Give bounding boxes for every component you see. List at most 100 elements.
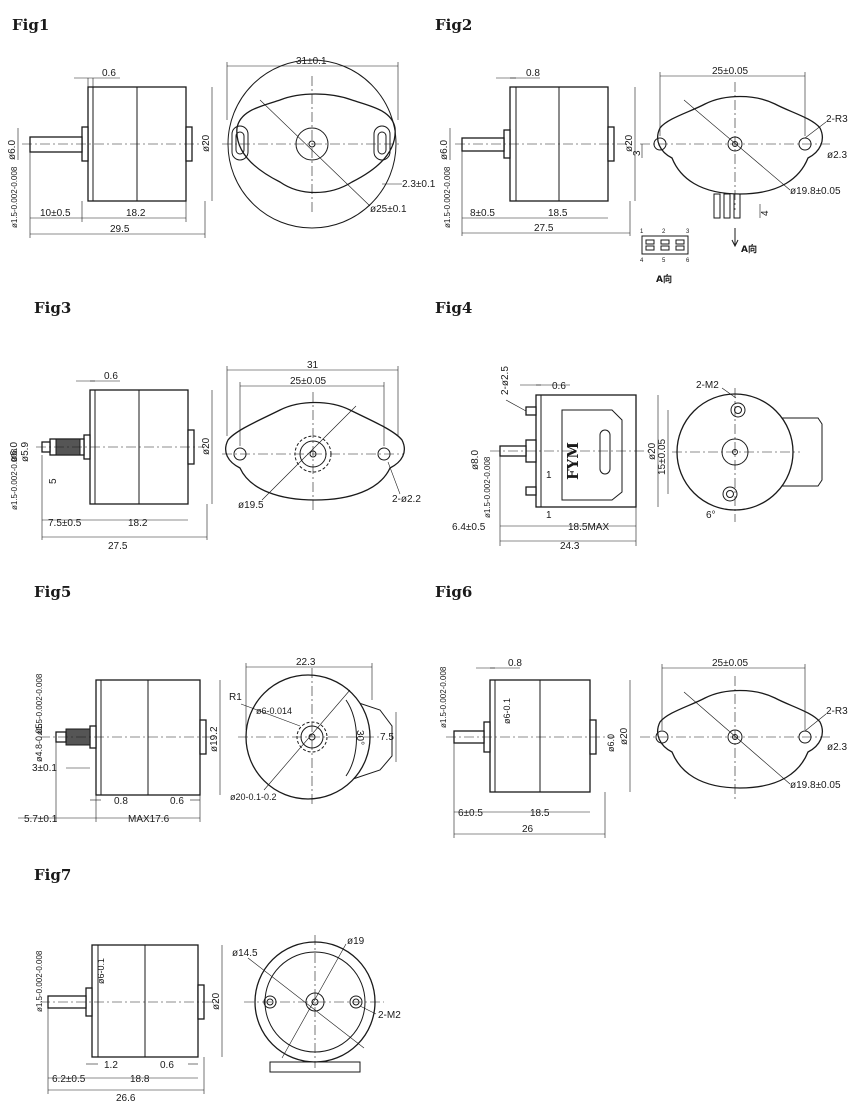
- figure-4-title: Fig4: [435, 299, 472, 317]
- fig4-pitch: 15±0.05: [657, 438, 668, 475]
- fig7-side-view: ø1.5-0.002-0.008 ø6-0.1 1.2 0.6 6.2±0.5 …: [35, 944, 223, 1104]
- fig2-side-view: 0.8 8±0.5 18.5 27.5 ø20 ø6.0 ø1.5-0.002-…: [439, 68, 636, 236]
- fig2-body-diameter: ø20: [624, 134, 635, 152]
- fig3-flange-width: 31: [307, 360, 319, 371]
- fig4-thread-label: 2-M2: [696, 380, 719, 391]
- fig5-circle-diameter: ø20-0.1-0.2: [230, 792, 277, 802]
- figure-3-title: Fig3: [34, 299, 71, 317]
- fig2-front-view: 25±0.05 2-R3 ø2.3 ø19.8±0.05 3 4 A向: [632, 66, 848, 255]
- fig5-wall-1: 0.8: [114, 796, 128, 807]
- fig7-total-length: 26.6: [116, 1093, 136, 1104]
- fig5-shaft-pin: ø1.5-0.002-0.008: [35, 673, 44, 735]
- fig2-flange-width: 25±0.05: [712, 66, 749, 77]
- fig1-slot-width: 2.3±0.1: [402, 179, 436, 190]
- fig2-hole-diameter: ø2.3: [827, 150, 847, 161]
- fig7-shaft-pin: ø1.5-0.002-0.008: [35, 950, 44, 1012]
- fig2-shaft-length: 8±0.5: [470, 208, 495, 219]
- fig6-total-length: 26: [522, 824, 534, 835]
- fig5-gear-diameter: ø4.8-0.05: [34, 723, 44, 762]
- fig2-wall-label: 0.8: [526, 68, 540, 79]
- figure-6-title: Fig6: [435, 583, 472, 601]
- fig2-view-arrow-label: A向: [741, 243, 757, 255]
- fig1-shaft: [29, 136, 83, 153]
- fig5-angle: 30°: [354, 730, 365, 745]
- fig6-flange-width: 25±0.05: [712, 658, 749, 669]
- figure-6: Fig6 0.8 ø1.5-0.002-0.008 ø6-0.1 ø6.0 6±…: [435, 583, 848, 838]
- fig3-hole-pitch: 25±0.05: [290, 376, 327, 387]
- fig1-body-diameter: ø20: [201, 134, 212, 152]
- fig3-front-view: 31 25±0.05 2-ø2.2 ø19.5: [222, 360, 421, 512]
- fig6-flange: [657, 689, 823, 789]
- fig2-shaft: [461, 137, 505, 152]
- fig7-wall-1: 1.2: [104, 1060, 118, 1071]
- fig5-body-diameter: ø19.2: [209, 726, 220, 752]
- fig3-hole-diameter: 2-ø2.2: [392, 494, 421, 505]
- fig5-gear-width: 3±0.1: [32, 763, 57, 774]
- fig2-shaft-pin: ø1.5-0.002-0.008: [443, 166, 452, 228]
- fig6-boss-diameter: ø6-0.1: [502, 698, 512, 724]
- fig6-body-diameter: ø20: [619, 727, 630, 745]
- fig7-wall-2: 0.6: [160, 1060, 174, 1071]
- fig1-front-view: 31±0.1 ø25±0.1 2.3±0.1: [222, 56, 436, 229]
- fig1-body-length: 18.2: [126, 208, 146, 219]
- fig6-shaft-length: 6±0.5: [458, 808, 483, 819]
- fig2-connector-view: 1 2 3 4 5 6 A向: [640, 229, 690, 285]
- fig4-front-view: 15±0.05 2-M2 6°: [657, 380, 823, 522]
- fig1-shaft-diameter: ø6.0: [7, 140, 18, 160]
- fig4-body-diameter: ø20: [647, 442, 658, 460]
- fig4-label-plate: [561, 409, 623, 501]
- fig6-wall-label: 0.8: [508, 658, 522, 669]
- fig7-front-view: ø14.5 ø19 2-M2: [232, 935, 401, 1073]
- fig4-shaft-pin: ø1.5-0.002-0.008: [483, 456, 492, 518]
- fig3-total-length: 27.5: [108, 541, 128, 552]
- fig2-body-length: 18.5: [548, 208, 568, 219]
- fig7-shaft-length: 6.2±0.5: [52, 1074, 86, 1085]
- fig7-boss-diameter: ø6-0.1: [96, 958, 106, 984]
- figure-4: Fig4 FYM 0.6 2-ø2.5 ø8.0 ø1.5-0.002-0.00…: [435, 299, 823, 552]
- fig1-side-view: 0.6 10±0.5 18.2 29.5 ø20 ø6.0 ø1.5-0.002…: [7, 68, 213, 238]
- fig4-wall-label: 0.6: [552, 381, 566, 392]
- connector-pin-1: 1: [640, 229, 644, 235]
- fig2-offset: 3: [632, 150, 643, 156]
- fig7-body-length: 18.8: [130, 1074, 150, 1085]
- fig5-side-view: ø1.5-0.002-0.008 ø4.8-0.05 3±0.1 0.8 0.6…: [18, 673, 221, 825]
- fig2-hole-radius: 2-R3: [826, 114, 848, 125]
- connector-pin-4: 4: [640, 258, 644, 264]
- fig4-screw-label: 2-ø2.5: [500, 366, 511, 395]
- figure-1-title: Fig1: [12, 16, 49, 34]
- fig5-flange-width: 22.3: [296, 657, 316, 668]
- fig1-flange-width: 31±0.1: [296, 56, 327, 67]
- connector-pin-6: 6: [686, 258, 690, 264]
- fig1-flange: [236, 93, 396, 194]
- fig5-wall-2: 0.6: [170, 796, 184, 807]
- figure-2: Fig2 0.8 8±0.5 18.5 27.5 ø20 ø6.0 ø1.5-0…: [435, 16, 848, 285]
- fig5-connector: [349, 699, 393, 781]
- fig5-body-length: MAX17.6: [128, 814, 170, 825]
- fig3-shaft-pin: ø1.5-0.002-0.008: [10, 448, 19, 510]
- figure-7-title: Fig7: [34, 866, 71, 884]
- fig7-inner-circle: ø14.5: [232, 948, 258, 959]
- fig4-total-length: 24.3: [560, 541, 580, 552]
- fig3-wall-label: 0.6: [104, 371, 118, 382]
- fig1-wall-label: 0.6: [102, 68, 116, 79]
- fig3-body-length: 18.2: [128, 518, 148, 529]
- fig4-step-2: 1: [546, 510, 552, 521]
- fig4-boss-diameter: ø8.0: [470, 450, 481, 470]
- fig7-outer-circle: ø19: [347, 936, 365, 947]
- fig5-height: 7.5: [380, 732, 394, 743]
- fig3-gear-width: 5: [48, 478, 59, 484]
- fig4-connector: [780, 417, 823, 487]
- fig2-circle-diameter: ø19.8±0.05: [790, 186, 841, 197]
- fig6-hole-diameter: ø2.3: [827, 742, 847, 753]
- fig6-circle-diameter: ø19.8±0.05: [790, 780, 841, 791]
- fig4-step-1: 1: [546, 470, 552, 481]
- fig5-shaft-length: 5.7±0.1: [24, 814, 58, 825]
- fig6-front-view: 25±0.05 2-R3 ø2.3 ø19.8±0.05: [640, 658, 848, 800]
- fig2-connector-label: A向: [656, 273, 672, 285]
- fig4-shaft-length: 6.4±0.5: [452, 522, 486, 533]
- fig3-body-diameter: ø20: [201, 437, 212, 455]
- fig5-front-view: 22.3 R1 ø6-0.014 30° 7.5 ø20-0.1-0.2: [229, 657, 397, 806]
- fig5-boss: ø6-0.014: [256, 706, 292, 716]
- fig6-hole-radius: 2-R3: [826, 706, 848, 717]
